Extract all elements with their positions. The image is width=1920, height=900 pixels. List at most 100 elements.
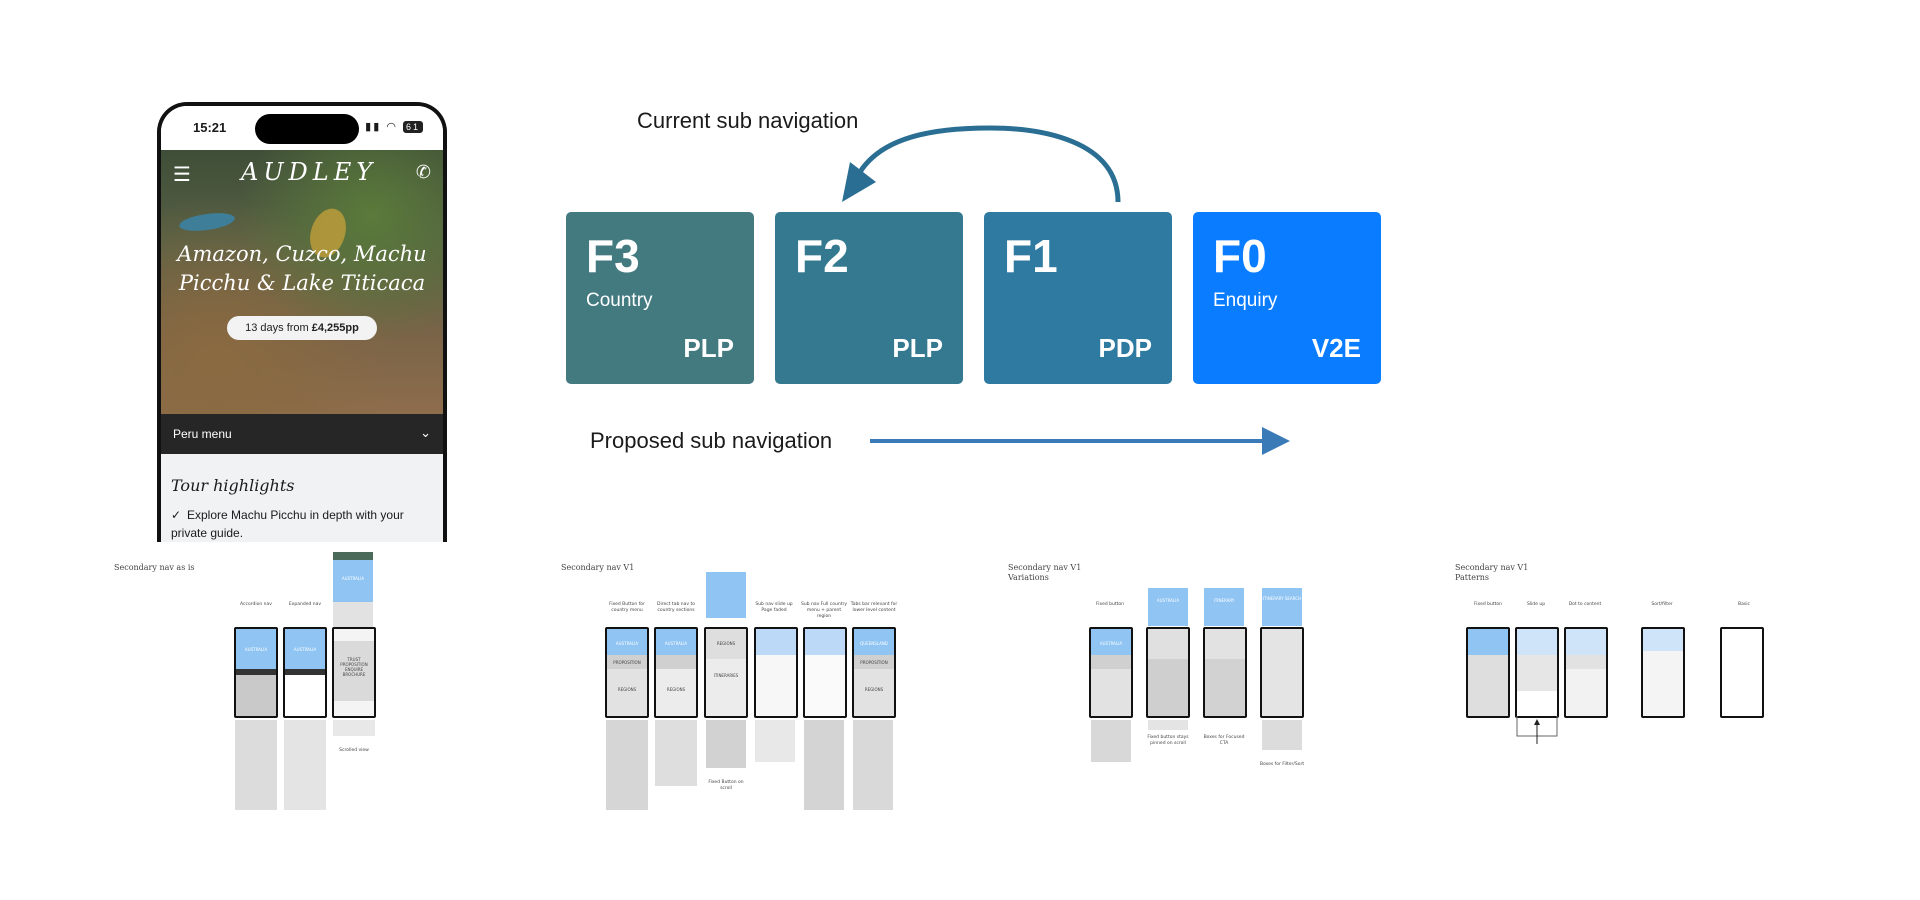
phone-icon[interactable]: ✆ (415, 162, 431, 183)
wireframe-phone (1564, 627, 1608, 718)
country-submenu-dropdown[interactable]: Peru menu ⌄ (161, 414, 443, 454)
tour-highlights-section: Tour highlights ✓Explore Machu Picchu in… (161, 454, 443, 542)
flow-box-f3: F3 Country PLP (566, 212, 754, 384)
thumb-caption: Sub nav slide up Page faded (755, 602, 793, 613)
box-page-type: V2E (1311, 333, 1361, 363)
thumb-caption: Expanded nav (288, 602, 322, 607)
price-value: £4,255pp (311, 322, 359, 334)
box-code: F2 (795, 230, 849, 282)
wireframe-phone (1720, 627, 1764, 718)
wireframe-phone (1515, 627, 1559, 718)
battery-icon: 61 (402, 121, 423, 133)
wireframe-phone (1203, 627, 1247, 718)
box-subtitle: Country (586, 290, 653, 311)
price-prefix: 13 days from (245, 322, 312, 334)
thumb-caption: Basic (1738, 602, 1750, 607)
wireframe-phone (1466, 627, 1510, 718)
brand-logo[interactable]: AUDLEY (241, 158, 378, 186)
thumb-caption: Sort/filter (1651, 602, 1673, 607)
wireframe-phone: AUSTRALIA (283, 627, 327, 718)
box-code: F0 (1213, 230, 1267, 282)
phone-mockup: 15:21 ▮▮ ◠ 61 ☰ AUDLEY ✆ Amazon, Cuzco, … (157, 102, 447, 542)
wireframe-phone: AUSTRALIA (234, 627, 278, 718)
thumb-caption: Boxes for Filter/Sort (1259, 762, 1305, 767)
flow-box-f1: F1 PDP (984, 212, 1172, 384)
section-title: Secondary nav V1 (561, 563, 635, 572)
wireframe-phone (1260, 627, 1304, 718)
hamburger-menu-icon[interactable]: ☰ (173, 162, 191, 186)
thumb-caption: Slide up (1526, 602, 1546, 607)
section-title: Secondary nav V1 Variations (1008, 563, 1082, 582)
thumb-caption: Dot to content (1568, 602, 1602, 607)
flow-box-f2: F2 PLP (775, 212, 963, 384)
current-nav-arrow (842, 125, 1121, 203)
scroll-extension (853, 720, 893, 810)
box-subtitle: Enquiry (1213, 290, 1278, 311)
thumb-caption: Direct tab nav to country sections (657, 602, 695, 613)
thumb-caption: Boxes for Focused CTA (1203, 735, 1245, 746)
wireframe-phone: TRUST PROPOSITION ENQUIRE BROCHURE (332, 627, 376, 718)
flow-box-f0: F0 Enquiry V2E (1193, 212, 1381, 384)
scroll-extension (1148, 720, 1188, 730)
highlight-text: Explore Machu Picchu in depth with your … (171, 508, 404, 540)
thumb-caption: Fixed Button on scroll (708, 780, 744, 791)
scroll-extension (606, 720, 648, 810)
scroll-extension: AUSTRALIA (1148, 588, 1188, 626)
highlight-item: ✓Explore Machu Picchu in depth with your… (171, 506, 433, 542)
thumb-caption: Sub nav Full country menu + parent regio… (800, 602, 848, 619)
current-nav-label: Current sub navigation (637, 108, 859, 133)
slide-up-indicator (1516, 716, 1558, 744)
thumb-caption: Fixed button (1474, 602, 1502, 607)
thumb-caption: Scrolled view (339, 748, 369, 753)
wireframe-phone (754, 627, 798, 718)
status-time: 15:21 (193, 120, 227, 135)
scroll-extension (1091, 720, 1131, 762)
hero-image: ☰ AUDLEY ✆ Amazon, Cuzco, Machu Picchu &… (161, 150, 443, 414)
wireframe-phone (1146, 627, 1190, 718)
wireframe-phone (803, 627, 847, 718)
box-page-type: PLP (683, 333, 734, 363)
signal-icon: ▮▮ (365, 121, 382, 133)
box-page-type: PLP (892, 333, 943, 363)
status-bar: 15:21 ▮▮ ◠ 61 (161, 106, 443, 150)
thumb-caption: Accordion nav (240, 602, 272, 607)
wireframe-phone: AUSTRALIA REGIONS (654, 627, 698, 718)
box-page-type: PDP (1098, 333, 1152, 363)
scroll-extension: AUSTRALIA (333, 552, 373, 627)
parrot-shape (178, 210, 236, 234)
proposed-nav-label: Proposed sub navigation (590, 428, 833, 453)
scroll-extension (235, 720, 277, 810)
scroll-extension (1262, 720, 1302, 750)
wireframe-phone: AUSTRALIA (1089, 627, 1133, 718)
scroll-extension (333, 720, 375, 736)
scroll-extension (706, 720, 746, 768)
section-title: Secondary nav V1 Patterns (1455, 563, 1529, 582)
section-heading: Tour highlights (171, 476, 295, 495)
hero-title: Amazon, Cuzco, Machu Picchu & Lake Titic… (177, 242, 427, 295)
wireframe-phone: REGIONS ITINERARIES (704, 627, 748, 718)
section-title: Secondary nav as is (114, 563, 195, 572)
status-icons: ▮▮ ◠ 61 (365, 120, 423, 133)
scroll-extension (655, 720, 697, 786)
wifi-icon: ◠ (386, 121, 398, 133)
price-pill: 13 days from £4,255pp (227, 316, 377, 340)
wireframe-phone: AUSTRALIA PROPOSITION REGIONS (605, 627, 649, 718)
thumb-caption: Tabs bar relevant for lower level conten… (850, 602, 898, 613)
scroll-extension (284, 720, 326, 810)
chevron-down-icon: ⌄ (420, 425, 431, 440)
scroll-extension (755, 720, 795, 762)
box-code: F1 (1004, 230, 1058, 282)
thumb-caption: Fixed button (1096, 602, 1124, 607)
box-code: F3 (586, 230, 640, 282)
wireframe-phone (1641, 627, 1685, 718)
thumb-caption: Fixed button stays pinned on scroll (1147, 735, 1189, 746)
thumb-caption: Fixed Button for country menu (609, 602, 645, 613)
submenu-label: Peru menu (173, 427, 232, 441)
dynamic-island (255, 114, 359, 144)
wireframe-phone: QUEENSLAND PROPOSITION REGIONS (852, 627, 896, 718)
scroll-extension (706, 572, 746, 618)
scroll-extension: ITINERARY SEARCH (1262, 588, 1302, 626)
scroll-extension (804, 720, 844, 810)
proposed-nav-arrow (870, 427, 1290, 455)
scroll-extension: ITINERARY (1204, 588, 1244, 626)
